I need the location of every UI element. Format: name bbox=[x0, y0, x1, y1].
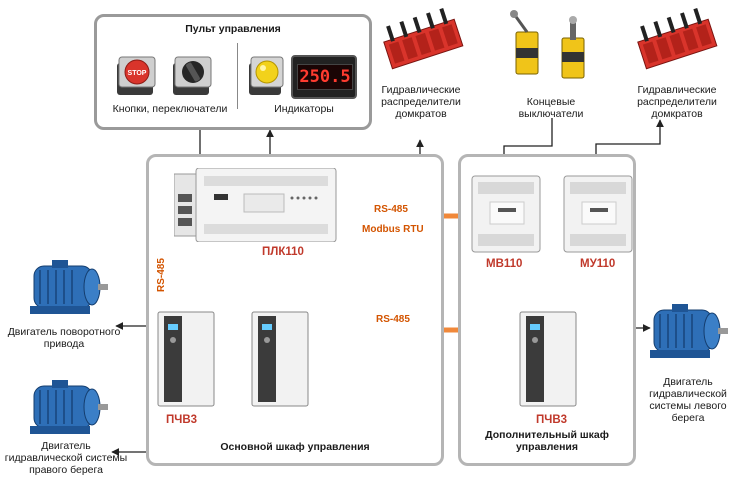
vfd-label-main: ПЧВ3 bbox=[166, 414, 198, 426]
hydraulic-right-label: Гидравлические распределители домкратов bbox=[637, 84, 717, 120]
motor-right-bank-label: Двигатель гидравлической системы правого… bbox=[4, 440, 128, 476]
buttons-label: Кнопки, переключатели bbox=[112, 103, 228, 115]
panel-divider bbox=[237, 43, 238, 109]
hydraulic-left-label: Гидравлические распределители домкратов bbox=[381, 84, 461, 120]
selector-switch-icon bbox=[173, 56, 212, 95]
bus-label-rs485-top: RS-485 bbox=[374, 204, 408, 215]
plc110-label: ПЛК110 bbox=[262, 246, 304, 258]
bus-label-modbus: Modbus RTU bbox=[362, 224, 424, 235]
motor-left-bank-label: Двигатель гидравлической системы левого … bbox=[649, 376, 727, 424]
display-value: 250.5 bbox=[297, 64, 353, 90]
limit-switches-label: Концевые выключатели bbox=[518, 96, 584, 120]
hydraulic-valve-block-right-icon bbox=[637, 8, 718, 70]
main-cabinet-title: Основной шкаф управления bbox=[220, 441, 370, 453]
mv110-module-icon bbox=[471, 175, 541, 253]
vfd-label-extra: ПЧВ3 bbox=[536, 414, 568, 426]
hydraulic-valve-block-left-icon bbox=[383, 8, 464, 70]
limit-switches-icon bbox=[510, 10, 585, 79]
vfd-unit-1-icon bbox=[157, 311, 215, 407]
stop-text: STOP bbox=[128, 70, 147, 77]
motor-right-bank-icon bbox=[30, 380, 108, 434]
mv110-label: МВ110 bbox=[486, 258, 523, 270]
motor-rotary-icon bbox=[30, 260, 108, 314]
control-panel-title: Пульт управления bbox=[185, 23, 281, 35]
extra-cabinet-title: Дополнительный шкаф управления bbox=[485, 429, 609, 453]
digital-indicator: 250.5 bbox=[291, 55, 357, 99]
vfd-unit-2-icon bbox=[251, 311, 309, 407]
control-panel: Пульт управления STOP Кнопки, переключат… bbox=[94, 14, 372, 130]
bus-label-rs485-bottom: RS-485 bbox=[376, 314, 410, 325]
indicator-lamp-icon bbox=[249, 56, 284, 95]
stop-button-icon: STOP bbox=[117, 56, 156, 95]
motor-rotary-label: Двигатель поворотного привода bbox=[7, 326, 121, 350]
bus-label-rs485-vertical: RS-485 bbox=[156, 258, 167, 292]
indicators-label: Индикаторы bbox=[274, 103, 334, 115]
vfd-unit-3-icon bbox=[519, 311, 577, 407]
mu110-module-icon bbox=[563, 175, 633, 253]
mu110-label: МУ110 bbox=[580, 258, 616, 270]
plc110-device-icon bbox=[174, 168, 337, 242]
motor-left-bank-icon bbox=[650, 304, 728, 358]
